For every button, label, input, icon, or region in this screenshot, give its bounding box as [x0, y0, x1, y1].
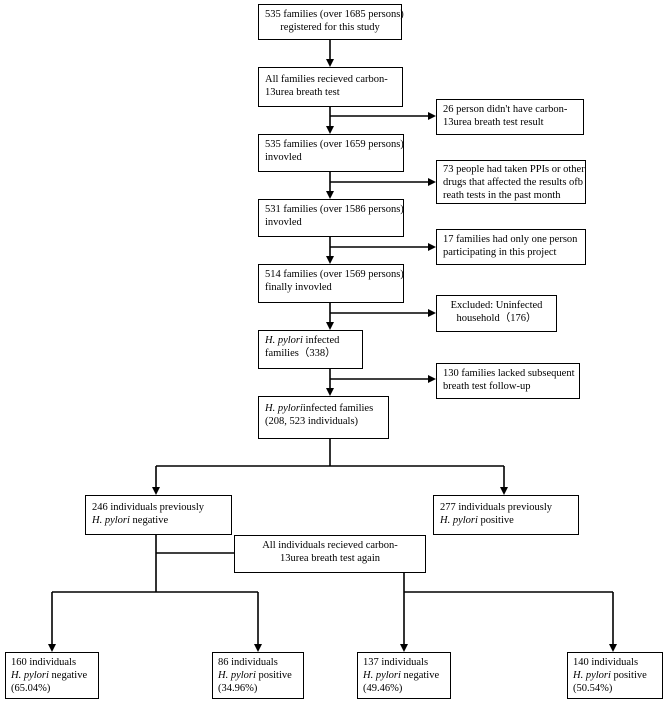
box-line: 130 families lacked subsequent — [443, 368, 575, 379]
box-result-140: 140 individuals H. pylori positive (50.5… — [567, 652, 663, 699]
box-line: (65.04%) — [11, 683, 51, 694]
box-result-137: 137 individuals H. pylori negative (49.4… — [357, 652, 451, 699]
box-line: invovled — [265, 217, 302, 228]
box-text: negative — [400, 670, 440, 681]
box-line: breath test follow-up — [443, 381, 531, 392]
box-line: 160 individuals — [11, 657, 77, 668]
arrowhead — [326, 256, 334, 264]
arrowhead — [254, 644, 262, 652]
box-excluded-followup: 130 families lacked subsequent breath te… — [436, 363, 580, 399]
arrowhead — [428, 243, 436, 251]
species-name: H. pylori — [11, 670, 49, 681]
arrowhead — [428, 309, 436, 317]
box-line: invovled — [265, 152, 302, 163]
box-line: 514 families (over 1569 persons) — [265, 269, 404, 280]
box-line: H. pyloriinfected families — [265, 402, 382, 415]
box-line: H. pylori infected — [265, 334, 356, 347]
box-result-160: 160 individuals H. pylori negative (65.0… — [5, 652, 99, 699]
box-line: 531 families (over 1586 persons) — [265, 204, 404, 215]
box-excluded-one-person: 17 families had only one person particip… — [436, 229, 586, 265]
box-result-86: 86 individuals H. pylori positive (34.96… — [212, 652, 304, 699]
box-involved-1659: 535 families (over 1659 persons) invovle… — [258, 134, 404, 172]
box-line: 535 families (over 1685 persons) — [265, 9, 404, 20]
arrowhead — [428, 375, 436, 383]
arrowhead — [326, 126, 334, 134]
box-line: 277 individuals previously — [440, 502, 552, 513]
arrowhead — [428, 112, 436, 120]
species-name: H. pylori — [265, 403, 303, 414]
arrowhead — [326, 388, 334, 396]
species-name: H. pylori — [573, 670, 611, 681]
box-line: 17 families had only one person — [443, 234, 578, 245]
box-involved-1586: 531 families (over 1586 persons) invovle… — [258, 199, 404, 237]
box-line: H. pylori positive — [440, 514, 572, 527]
arrowhead — [500, 487, 508, 495]
box-text: negative — [48, 670, 88, 681]
box-line: 535 families (over 1659 persons) — [265, 139, 404, 150]
box-line: reath tests in the past month — [443, 190, 561, 201]
box-retest: All individuals recieved carbon- 13urea … — [234, 535, 426, 573]
species-name: H. pylori — [218, 670, 256, 681]
box-infected-families: H. pylori infected families（338） — [258, 330, 363, 369]
box-line: drugs that affected the results ofb — [443, 177, 584, 188]
box-excluded-no-result: 26 person didn't have carbon- 13urea bre… — [436, 99, 584, 135]
arrowhead — [428, 178, 436, 186]
box-line: (208, 523 individuals) — [265, 416, 359, 427]
box-line: H. pylori negative — [11, 669, 93, 682]
box-line: 86 individuals — [218, 657, 278, 668]
species-name: H. pylori — [265, 335, 303, 346]
box-excluded-ppi: 73 people had taken PPIs or other drugs … — [436, 160, 586, 204]
species-name: H. pylori — [440, 515, 478, 526]
box-line: families（338） — [265, 348, 336, 359]
arrowhead — [326, 191, 334, 199]
box-line: household（176） — [456, 313, 537, 324]
box-line: 246 individuals previously — [92, 502, 204, 513]
arrowhead — [609, 644, 617, 652]
box-text: positive — [255, 670, 292, 681]
box-line: H. pylori positive — [218, 669, 298, 682]
arrowhead — [400, 644, 408, 652]
box-line: H. pylori negative — [92, 514, 225, 527]
box-excluded-uninfected: Excluded: Uninfected household（176） — [436, 295, 557, 332]
arrowhead — [48, 644, 56, 652]
box-line: H. pylori negative — [363, 669, 445, 682]
arrowhead — [326, 322, 334, 330]
box-text: positive — [610, 670, 647, 681]
box-line: 13urea breath test again — [280, 553, 380, 564]
arrowhead — [152, 487, 160, 495]
box-breath-test: All families recieved carbon- 13urea bre… — [258, 67, 403, 107]
box-line: (49.46%) — [363, 683, 403, 694]
box-line: H. pylori positive — [573, 669, 657, 682]
arrowhead — [326, 59, 334, 67]
box-line: 137 individuals — [363, 657, 429, 668]
box-previously-positive: 277 individuals previously H. pylori pos… — [433, 495, 579, 535]
species-name: H. pylori — [363, 670, 401, 681]
box-line: All individuals recieved carbon- — [262, 540, 398, 551]
box-text: positive — [477, 515, 514, 526]
box-line: 140 individuals — [573, 657, 639, 668]
box-line: finally invovled — [265, 282, 332, 293]
box-line: 26 person didn't have carbon- — [443, 104, 568, 115]
species-name: H. pylori — [92, 515, 130, 526]
box-line: 13urea breath test — [265, 87, 340, 98]
box-line: Excluded: Uninfected — [450, 300, 543, 311]
box-infected-208: H. pyloriinfected families (208, 523 ind… — [258, 396, 389, 439]
box-line: registered for this study — [280, 22, 380, 33]
box-text: infected — [302, 335, 340, 346]
box-text: negative — [129, 515, 169, 526]
box-text: infected families — [302, 403, 374, 414]
box-line: (50.54%) — [573, 683, 613, 694]
box-registered: 535 families (over 1685 persons) registe… — [258, 4, 404, 40]
box-involved-1569: 514 families (over 1569 persons) finally… — [258, 264, 404, 303]
box-line: 73 people had taken PPIs or other — [443, 164, 585, 175]
box-line: All families recieved carbon- — [265, 74, 388, 85]
box-line: 13urea breath test result — [443, 117, 544, 128]
box-line: (34.96%) — [218, 683, 258, 694]
box-line: participating in this project — [443, 247, 557, 258]
box-previously-negative: 246 individuals previously H. pylori neg… — [85, 495, 232, 535]
